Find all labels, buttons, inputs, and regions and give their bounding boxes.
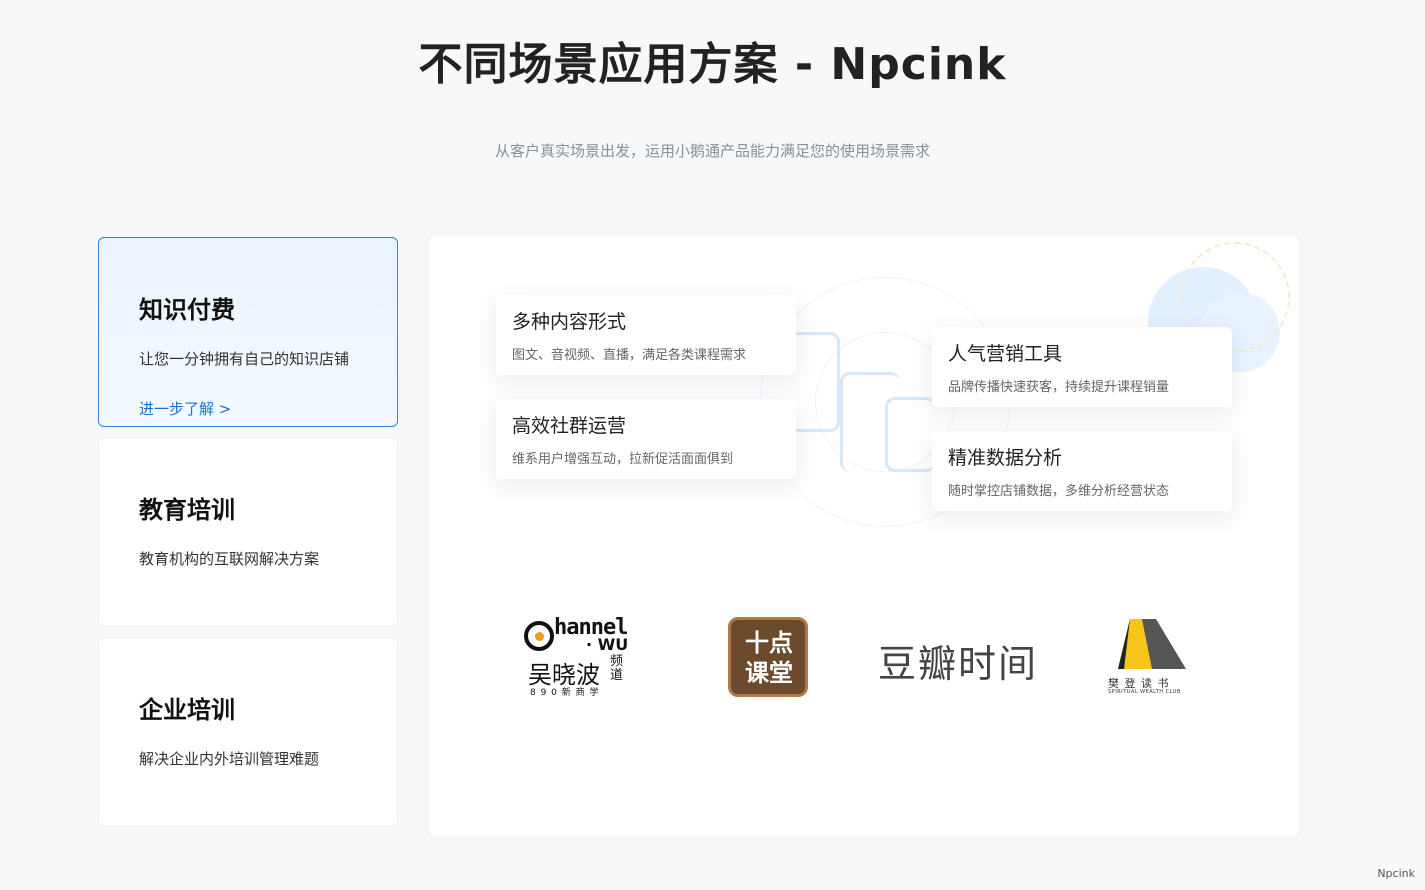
feature-desc: 随时掌控店铺数据，多维分析经营状态 bbox=[948, 484, 1170, 499]
channel-wu-logo: hannel · WU 吴晓波 频道 8 9 0 新 商 学 bbox=[524, 615, 634, 701]
channel-wu-mid-text: · WU bbox=[586, 635, 629, 654]
fandeng-reading-logo: 樊 登 读 书 SPIRITUAL WEALTH CLUB bbox=[1108, 617, 1198, 699]
learn-more-link[interactable]: 进一步了解 > bbox=[139, 400, 232, 418]
scene-card-desc: 解决企业内外培训管理难题 bbox=[139, 750, 320, 768]
scene-card-enterprise-training[interactable]: 企业培训 解决企业内外培训管理难题 bbox=[98, 637, 398, 827]
decorative-connector bbox=[840, 372, 900, 472]
scene-card-desc: 让您一分钟拥有自己的知识店铺 bbox=[139, 350, 350, 368]
scene-card-title: 企业培训 bbox=[139, 696, 235, 724]
scene-card-title: 教育培训 bbox=[139, 496, 235, 524]
decorative-connector bbox=[885, 397, 935, 472]
decorative-dashed-ring bbox=[1180, 242, 1290, 352]
fandeng-mark-icon bbox=[1118, 619, 1186, 669]
feature-title: 高效社群运营 bbox=[512, 415, 627, 437]
channel-wu-top-text: hannel bbox=[554, 615, 628, 640]
feature-card-marketing-tools: 人气营销工具 品牌传播快速获客，持续提升课程销量 bbox=[932, 327, 1232, 407]
scene-card-knowledge-payment[interactable]: 知识付费 让您一分钟拥有自己的知识店铺 进一步了解 > bbox=[98, 237, 398, 427]
page-title: 不同场景应用方案 - Npcink bbox=[418, 39, 1007, 90]
watermark: Npcink bbox=[1377, 867, 1415, 880]
decorative-connector bbox=[790, 332, 840, 432]
feature-desc: 品牌传播快速获客，持续提升课程销量 bbox=[948, 380, 1170, 395]
feature-desc: 图文、音视频、直播，满足各类课程需求 bbox=[512, 348, 747, 363]
feature-title: 人气营销工具 bbox=[948, 343, 1063, 365]
douban-logo-text: 豆瓣时间 bbox=[878, 642, 1039, 686]
douban-time-logo: 豆瓣时间 bbox=[878, 633, 1038, 688]
scene-card-desc: 教育机构的互联网解决方案 bbox=[139, 550, 320, 568]
channel-wu-sub: 8 9 0 新 商 学 bbox=[530, 688, 600, 698]
channel-wu-side: 频道 bbox=[610, 654, 624, 683]
fandeng-name: 樊 登 读 书 bbox=[1108, 677, 1170, 690]
feature-card-community-ops: 高效社群运营 维系用户增强互动，拉新促活面面俱到 bbox=[496, 399, 796, 479]
page-subtitle: 从客户真实场景出发，运用小鹅通产品能力满足您的使用场景需求 bbox=[494, 142, 930, 160]
shidian-logo-text: 十点课堂 bbox=[745, 629, 793, 687]
feature-desc: 维系用户增强互动，拉新促活面面俱到 bbox=[512, 452, 734, 467]
feature-title: 精准数据分析 bbox=[948, 447, 1063, 469]
scene-card-title: 知识付费 bbox=[139, 296, 235, 324]
shidian-classroom-logo: 十点课堂 bbox=[728, 617, 808, 697]
fandeng-sub: SPIRITUAL WEALTH CLUB bbox=[1108, 689, 1181, 695]
scene-card-education-training[interactable]: 教育培训 教育机构的互联网解决方案 bbox=[98, 437, 398, 627]
feature-card-content-forms: 多种内容形式 图文、音视频、直播，满足各类课程需求 bbox=[496, 295, 796, 375]
channel-wu-name: 吴晓波 bbox=[528, 661, 600, 689]
feature-title: 多种内容形式 bbox=[512, 311, 627, 333]
scene-detail-panel: 多种内容形式 图文、音视频、直播，满足各类课程需求 高效社群运营 维系用户增强互… bbox=[430, 237, 1298, 835]
feature-card-data-analysis: 精准数据分析 随时掌控店铺数据，多维分析经营状态 bbox=[932, 431, 1232, 511]
channel-wu-circle bbox=[524, 621, 554, 651]
